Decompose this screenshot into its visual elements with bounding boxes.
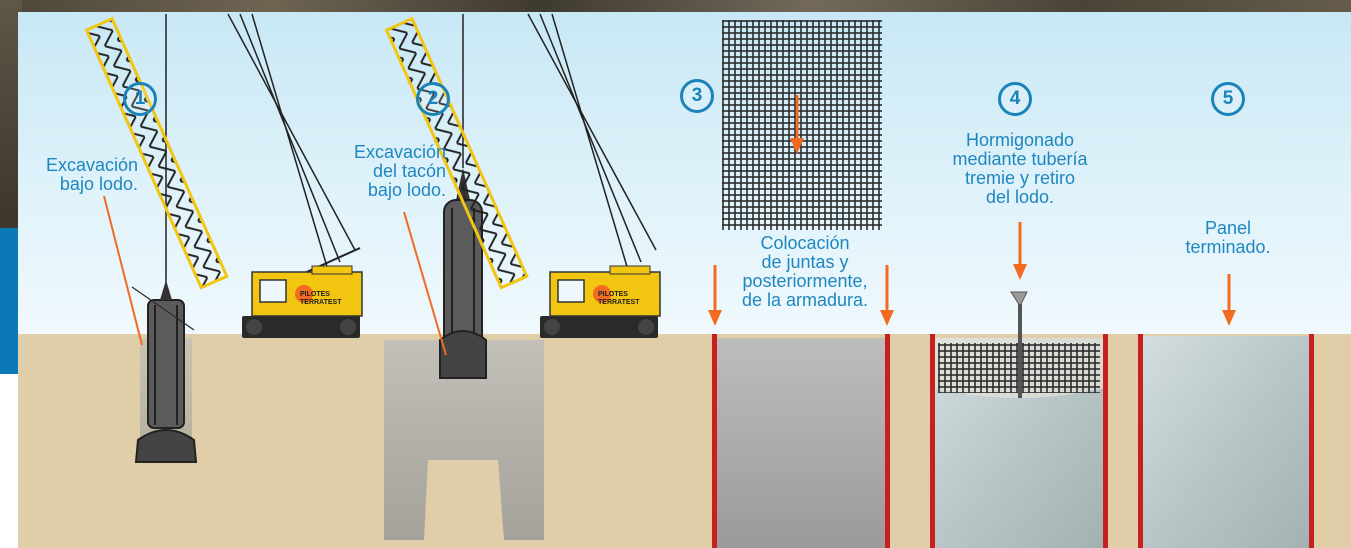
step-5-number: 5 [1211, 82, 1245, 116]
step-3-artwork [708, 20, 894, 548]
step-2-number: 2 [416, 82, 450, 116]
step-4-artwork [930, 222, 1108, 548]
background-photo-strip [0, 0, 1351, 14]
crane-1-logo-line1: PILOTES [300, 291, 330, 298]
soil-ground [18, 334, 1351, 548]
step-4-caption: Hormigonado mediante tubería tremie y re… [952, 130, 1088, 207]
step-5-caption: Panel terminado. [1185, 218, 1271, 257]
sky-background [18, 12, 1351, 334]
step-3-number: 3 [680, 79, 714, 113]
step-1-number: 1 [123, 82, 157, 116]
crane-1-logo-line2: TERRATEST [300, 299, 342, 306]
step-1-caption: Excavación bajo lodo. [45, 155, 138, 194]
side-white-strip [0, 374, 18, 548]
step-4-number: 4 [998, 82, 1032, 116]
side-accent-tab [0, 228, 18, 374]
step-3-caption: Colocación de juntas y posteriormente, d… [741, 233, 869, 310]
step-2-caption: Excavación del tacón bajo lodo. [353, 142, 446, 200]
crane-2-logo-line1: PILOTES [598, 291, 628, 298]
crane-2-logo-line2: TERRATEST [598, 299, 640, 306]
step-1-artwork: PILOTES TERRATEST [84, 13, 363, 463]
step-5-artwork [1138, 274, 1314, 548]
